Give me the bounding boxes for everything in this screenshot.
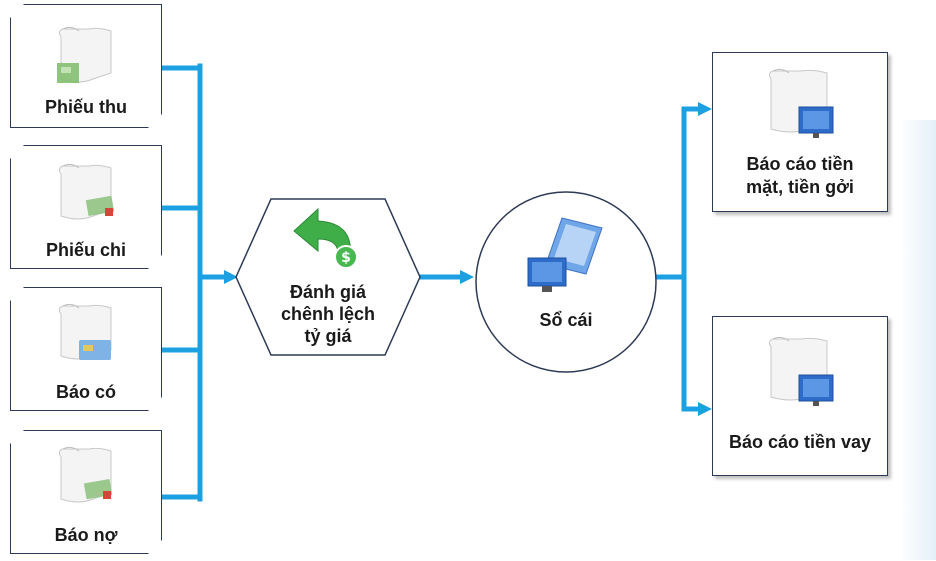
background-decoration — [900, 120, 936, 560]
output-label-line: mặt, tiền gởi — [746, 177, 854, 197]
process-label-line: Đánh giá — [289, 282, 366, 302]
arrowhead-report-2 — [698, 402, 712, 416]
output-label: Báo cáo tiền vay — [713, 431, 887, 454]
input-bao-no[interactable]: Báo nợ — [10, 430, 162, 554]
arrowhead-ledger — [460, 270, 474, 284]
output-label: Báo cáo tiền mặt, tiền gởi — [713, 153, 887, 199]
credit-note-scroll-icon — [49, 296, 121, 368]
svg-text:$: $ — [341, 250, 351, 266]
input-label: Phiếu thu — [45, 97, 127, 117]
report-monitor-icon — [768, 68, 834, 138]
report-monitor-icon — [768, 336, 834, 406]
process-label-line: chênh lệch — [280, 304, 376, 324]
input-phieu-thu[interactable]: Phiếu thu — [10, 4, 162, 128]
receipt-scroll-icon — [49, 19, 121, 91]
payment-scroll-icon — [49, 156, 121, 228]
process-label-line: tỷ giá — [304, 326, 352, 346]
process-hexagon-shape — [235, 198, 421, 356]
process-label: Đánh giá chênh lệch tỷ giá — [236, 281, 420, 347]
exchange-arrow-icon: $ — [293, 207, 358, 269]
output-bao-cao-tien-mat[interactable]: Báo cáo tiền mặt, tiền gởi — [712, 52, 888, 212]
arrowhead-report-1 — [698, 102, 712, 116]
input-label: Báo nợ — [54, 525, 118, 545]
input-label: Báo có — [55, 382, 116, 402]
output-label-line: Báo cáo tiền vay — [728, 432, 872, 452]
input-label: Phiếu chi — [45, 240, 126, 260]
debit-note-scroll-icon — [49, 439, 121, 511]
ledger-label: Sổ cái — [539, 310, 593, 330]
process-node[interactable]: $ Đánh giá chênh lệch tỷ giá — [236, 199, 420, 355]
arrowhead-process — [224, 270, 238, 284]
ledger-node[interactable]: Sổ cái — [476, 192, 656, 372]
input-bao-co[interactable]: Báo có — [10, 287, 162, 411]
output-bao-cao-tien-vay[interactable]: Báo cáo tiền vay — [712, 316, 888, 476]
input-phieu-chi[interactable]: Phiếu chi — [10, 145, 162, 269]
monitor-icon — [527, 217, 603, 292]
output-label-line: Báo cáo tiền — [746, 154, 854, 174]
